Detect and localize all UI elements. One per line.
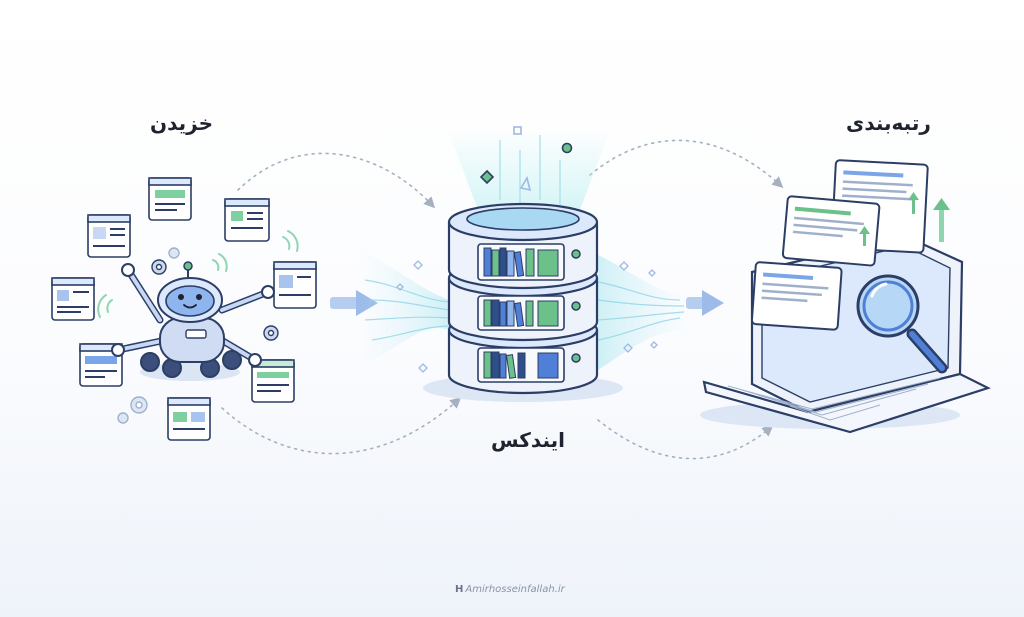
laptop-magnifier-icon bbox=[700, 159, 991, 434]
magnifier-icon bbox=[856, 274, 948, 374]
stage-label-crawl: خزیدن bbox=[150, 111, 213, 135]
watermark-logo: H bbox=[455, 584, 464, 595]
stage-label-rank: رتبه‌بندی bbox=[846, 111, 931, 135]
gear-icon bbox=[117, 247, 279, 424]
stage-label-index: ایندکس bbox=[491, 428, 565, 452]
database-bookshelf-icon bbox=[423, 126, 623, 402]
robot-spider-icon bbox=[51, 177, 317, 441]
dotted-connectors bbox=[221, 139, 784, 460]
ranking-up-arrow-icon bbox=[859, 192, 950, 246]
result-card bbox=[750, 159, 929, 331]
watermark-text: Amirhosseinfallah.ir bbox=[465, 584, 565, 595]
data-streams bbox=[360, 250, 690, 373]
crawled-page-icons bbox=[51, 177, 317, 441]
book-shelf bbox=[477, 243, 565, 383]
flow-arrow-right bbox=[686, 290, 724, 316]
signal-waves bbox=[97, 230, 299, 318]
